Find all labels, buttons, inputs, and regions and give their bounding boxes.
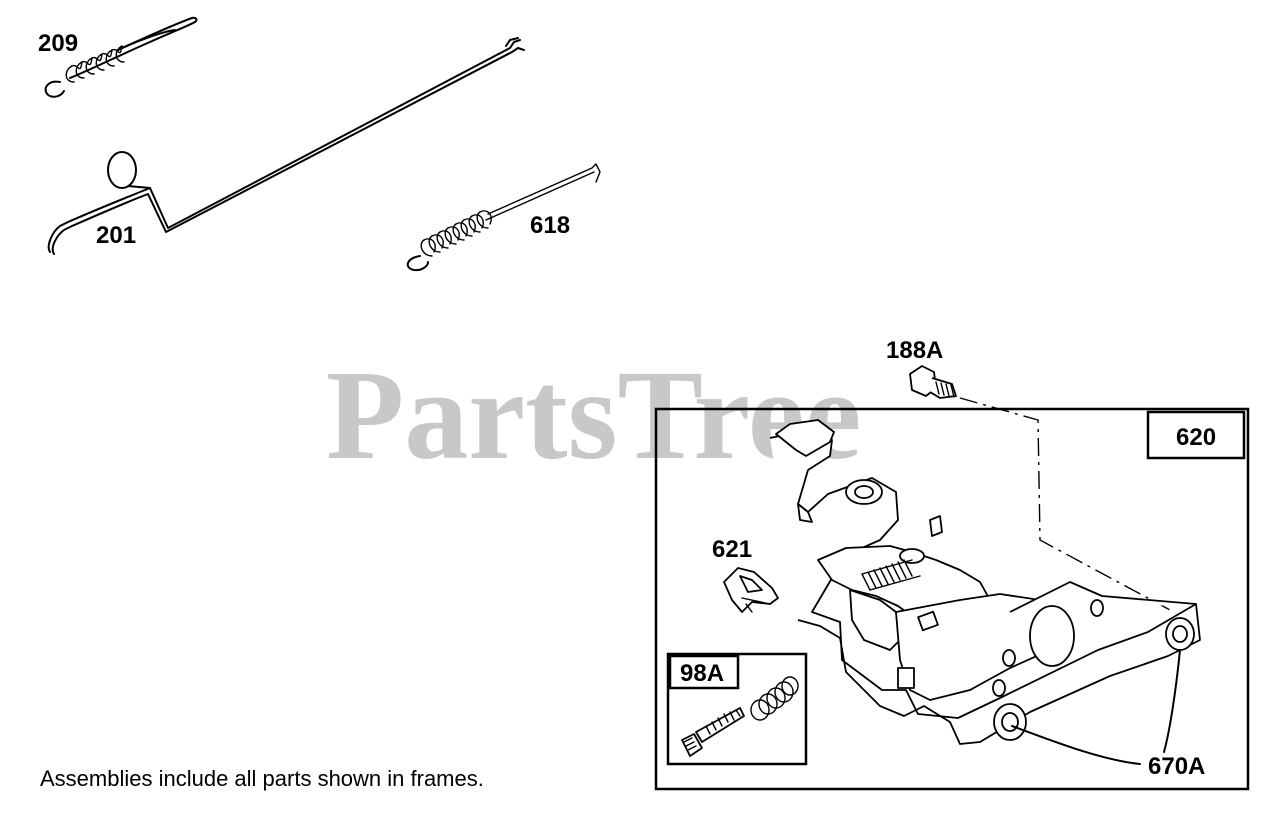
- bracket-spring: [861, 559, 921, 591]
- frame-620: [654, 407, 1250, 791]
- watermark: PartsTree: [326, 344, 861, 486]
- part-621-clip[interactable]: [723, 567, 779, 613]
- part-209-spring-clip[interactable]: [44, 16, 198, 98]
- label-98a: 98A: [680, 660, 724, 687]
- label-box-620: [1146, 410, 1246, 460]
- frame-98a: [666, 652, 808, 766]
- part-618-spring[interactable]: [406, 163, 601, 272]
- leader-670a-lower: [1011, 725, 1141, 765]
- label-201: 201: [96, 222, 136, 249]
- part-98a-screw-and-spring[interactable]: [681, 676, 799, 757]
- leader-670a-upper: [1163, 649, 1181, 753]
- label-188a: 188A: [886, 337, 943, 364]
- part-201-link-rod[interactable]: [47, 37, 525, 255]
- label-box-98a: [668, 654, 740, 690]
- spring-coils-618: [420, 210, 492, 257]
- label-670a: 670A: [1148, 753, 1205, 780]
- part-620-control-bracket[interactable]: [769, 419, 1201, 745]
- spring-coils-98a: [750, 676, 799, 721]
- label-621: 621: [712, 536, 752, 563]
- leader-188a: [959, 397, 1171, 611]
- label-618: 618: [530, 212, 570, 239]
- part-188a-bolt[interactable]: [909, 365, 957, 399]
- assembly-note: Assemblies include all parts shown in fr…: [40, 766, 484, 791]
- label-209: 209: [38, 30, 78, 57]
- label-620: 620: [1176, 424, 1216, 451]
